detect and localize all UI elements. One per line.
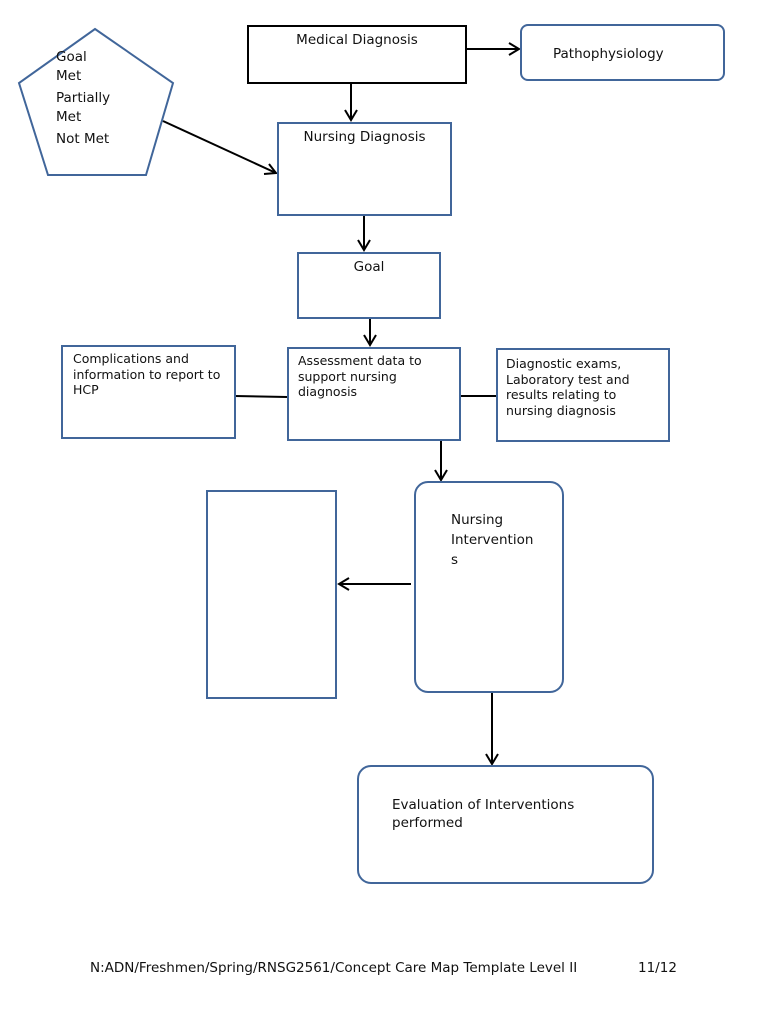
medical-diagnosis-label: Medical Diagnosis <box>296 32 418 48</box>
arrow-pentagon-to-nursing-diagnosis <box>162 120 277 174</box>
goal-status-labels: Goal Met Partially Met Not Met <box>56 48 136 160</box>
blank-box <box>206 490 337 699</box>
diagnostic-exams-box <box>496 348 670 442</box>
goal-met-label: Goal Met <box>56 49 87 84</box>
line-complications-to-assessment <box>234 395 288 398</box>
assessment-data-box <box>287 347 461 441</box>
diagnostic-exams-label: Diagnostic exams, Laboratory test and re… <box>506 356 630 418</box>
goal-status-pentagon <box>17 27 175 176</box>
arrowhead-assessment <box>363 334 377 347</box>
arrowhead-evaluation <box>485 753 499 766</box>
arrowhead-pentagon <box>263 163 278 175</box>
goal-box <box>297 252 441 319</box>
medical-diagnosis-box <box>247 25 467 84</box>
footer-date: 11/12 <box>638 960 677 976</box>
nursing-interventions-label: Nursing Intervention s <box>451 512 534 568</box>
arrowhead-goal <box>357 239 371 252</box>
arrowhead-blank-box <box>337 577 350 591</box>
arrowhead-interventions <box>434 469 448 482</box>
goal-label: Goal <box>353 259 385 275</box>
pathophysiology-label: Pathophysiology <box>553 46 664 62</box>
nursing-diagnosis-box <box>277 122 452 216</box>
complications-box <box>61 345 236 439</box>
complications-label: Complications and information to report … <box>73 351 221 397</box>
evaluation-box <box>357 765 654 884</box>
not-met-label: Not Met <box>56 131 110 147</box>
nursing-interventions-box <box>414 481 564 693</box>
partially-met-label: Partially Met <box>56 90 111 125</box>
evaluation-label: Evaluation of Interventions performed <box>392 797 575 831</box>
assessment-data-label: Assessment data to support nursing diagn… <box>298 353 422 399</box>
nursing-diagnosis-label: Nursing Diagnosis <box>303 129 426 145</box>
pathophysiology-box <box>520 24 725 81</box>
arrowhead-pathophysiology <box>508 42 521 56</box>
arrowhead-nursing-diagnosis <box>344 109 358 122</box>
footer-path: N:ADN/Freshmen/Spring/RNSG2561/Concept C… <box>90 960 578 976</box>
